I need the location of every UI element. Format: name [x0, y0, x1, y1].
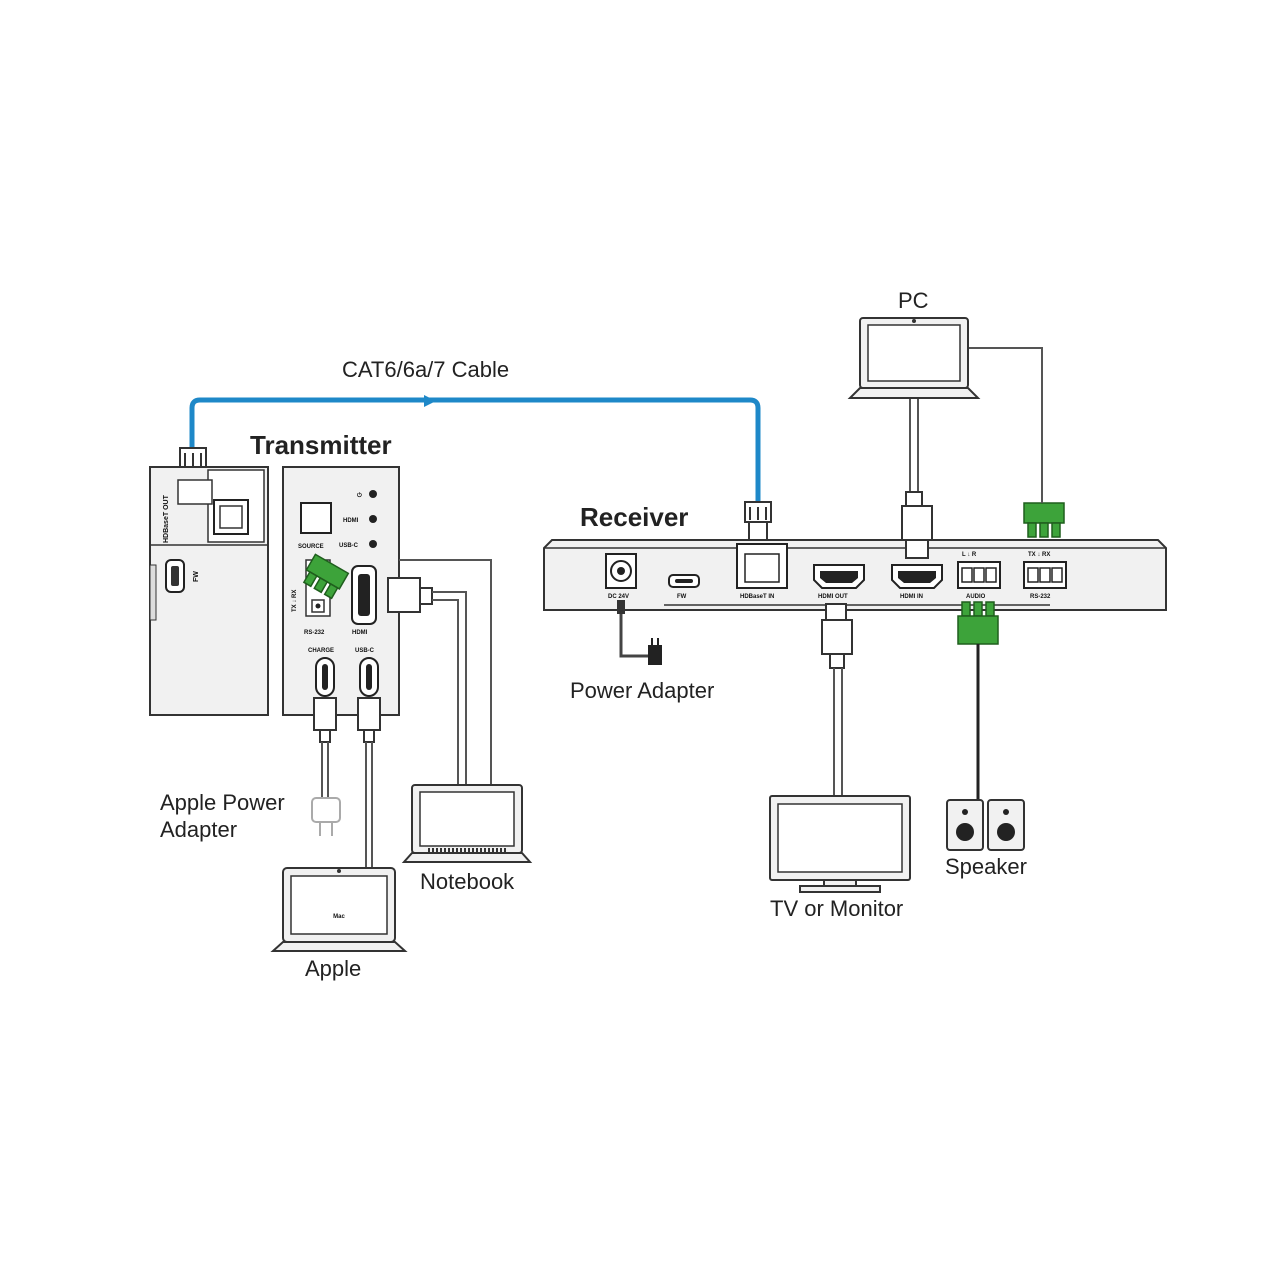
- tx-txrx-label: TX ↓ RX: [292, 590, 298, 612]
- apple-laptop-icon: Mac: [270, 867, 408, 952]
- tx-hdbaset-out-label: HDBaseT OUT: [163, 494, 170, 543]
- tv-label: TV or Monitor: [770, 896, 903, 921]
- tx-source-label: SOURCE: [298, 544, 324, 550]
- cable-direction-arrow-icon: [424, 395, 436, 407]
- rx-hdmi-in-label: HDMI IN: [900, 594, 923, 600]
- pc-laptop-icon: [847, 317, 981, 399]
- rx-dc-port: DC 24V: [605, 553, 637, 600]
- rx-dc24v-label: DC 24V: [608, 594, 629, 600]
- rx-hdbaset-in-label: HDBaseT IN: [740, 594, 774, 600]
- tx-fw-label: FW: [193, 571, 200, 582]
- rx-fw-port: FW: [668, 574, 700, 600]
- usbc-led: [369, 540, 377, 548]
- rj45-plug-receiver: [744, 501, 772, 541]
- pc-label: PC: [898, 288, 929, 313]
- cable-label: CAT6/6a/7 Cable: [342, 357, 509, 382]
- rx-fw-label: FW: [677, 594, 687, 600]
- apple-label: Apple: [305, 956, 361, 981]
- speaker-label: Speaker: [945, 854, 1027, 879]
- rx-hdmi-in-port: HDMI IN: [891, 564, 943, 600]
- rx-audio-port: L ↓ R AUDIO: [957, 552, 1001, 600]
- notebook-laptop-icon: [401, 784, 533, 863]
- rx-hdmi-out-label: HDMI OUT: [818, 594, 848, 600]
- rx-rs232-green-terminal-icon: [1023, 502, 1065, 538]
- tx-rs232-label: RS-232: [304, 630, 325, 636]
- speaker-icon: [946, 799, 1025, 851]
- apple-power-adapter-label-2: Adapter: [160, 817, 237, 842]
- tx-hdmi-cable: [387, 559, 492, 785]
- hdmi-led: [369, 515, 377, 523]
- rx-audio-label: AUDIO: [966, 594, 986, 600]
- pc-hdmi-cable: [901, 398, 933, 559]
- tv-monitor-icon: [769, 795, 911, 893]
- rx-audio-lr-label: L ↓ R: [962, 552, 977, 558]
- rx-hdbaset-port: HDBaseT IN: [736, 543, 788, 600]
- rx-hdmi-out-port: HDMI OUT: [813, 564, 865, 600]
- power-led: [369, 490, 377, 498]
- tx-rs232-green-terminal-icon: [302, 553, 350, 600]
- rx-rs232-label: RS-232: [1030, 594, 1051, 600]
- tv-hdmi-cable: [821, 603, 853, 796]
- power-adapter-cable: [617, 600, 662, 665]
- rx-audio-green-terminal-icon: [957, 601, 999, 645]
- apple-screen-text: Mac: [333, 914, 345, 920]
- transmitter-front-panel: ⏻ HDMI SOURCE USB-C TX ↓ RX RS-232 HDMI …: [282, 466, 400, 716]
- apple-power-adapter-label-1: Apple Power: [160, 790, 285, 815]
- apple-power-adapter-icon: [311, 797, 341, 836]
- tx-hdmi-led-label: HDMI: [343, 518, 359, 524]
- transmitter-title: Transmitter: [250, 430, 392, 460]
- rx-rs232-port: TX ↓ RX RS-232: [1023, 552, 1067, 600]
- receiver-title: Receiver: [580, 502, 688, 532]
- rx-rs232-txrx-label: TX ↓ RX: [1028, 552, 1050, 558]
- pc-rs232-cable: [968, 347, 1043, 503]
- source-button: [300, 502, 332, 534]
- tx-usbc-led-label: USB-C: [339, 543, 359, 549]
- tx-usbc-cables: [313, 697, 381, 870]
- cat-cable: [189, 397, 761, 502]
- tx-usbc-label: USB-C: [355, 648, 375, 654]
- notebook-label: Notebook: [420, 869, 515, 894]
- tx-charge-label: CHARGE: [308, 648, 334, 654]
- transmitter-side-panel: HDBaseT OUT FW: [149, 466, 269, 716]
- tx-hdmi-label: HDMI: [352, 630, 368, 636]
- power-adapter-icon: [648, 645, 662, 665]
- power-adapter-label: Power Adapter: [570, 678, 714, 703]
- power-icon: ⏻: [357, 492, 362, 499]
